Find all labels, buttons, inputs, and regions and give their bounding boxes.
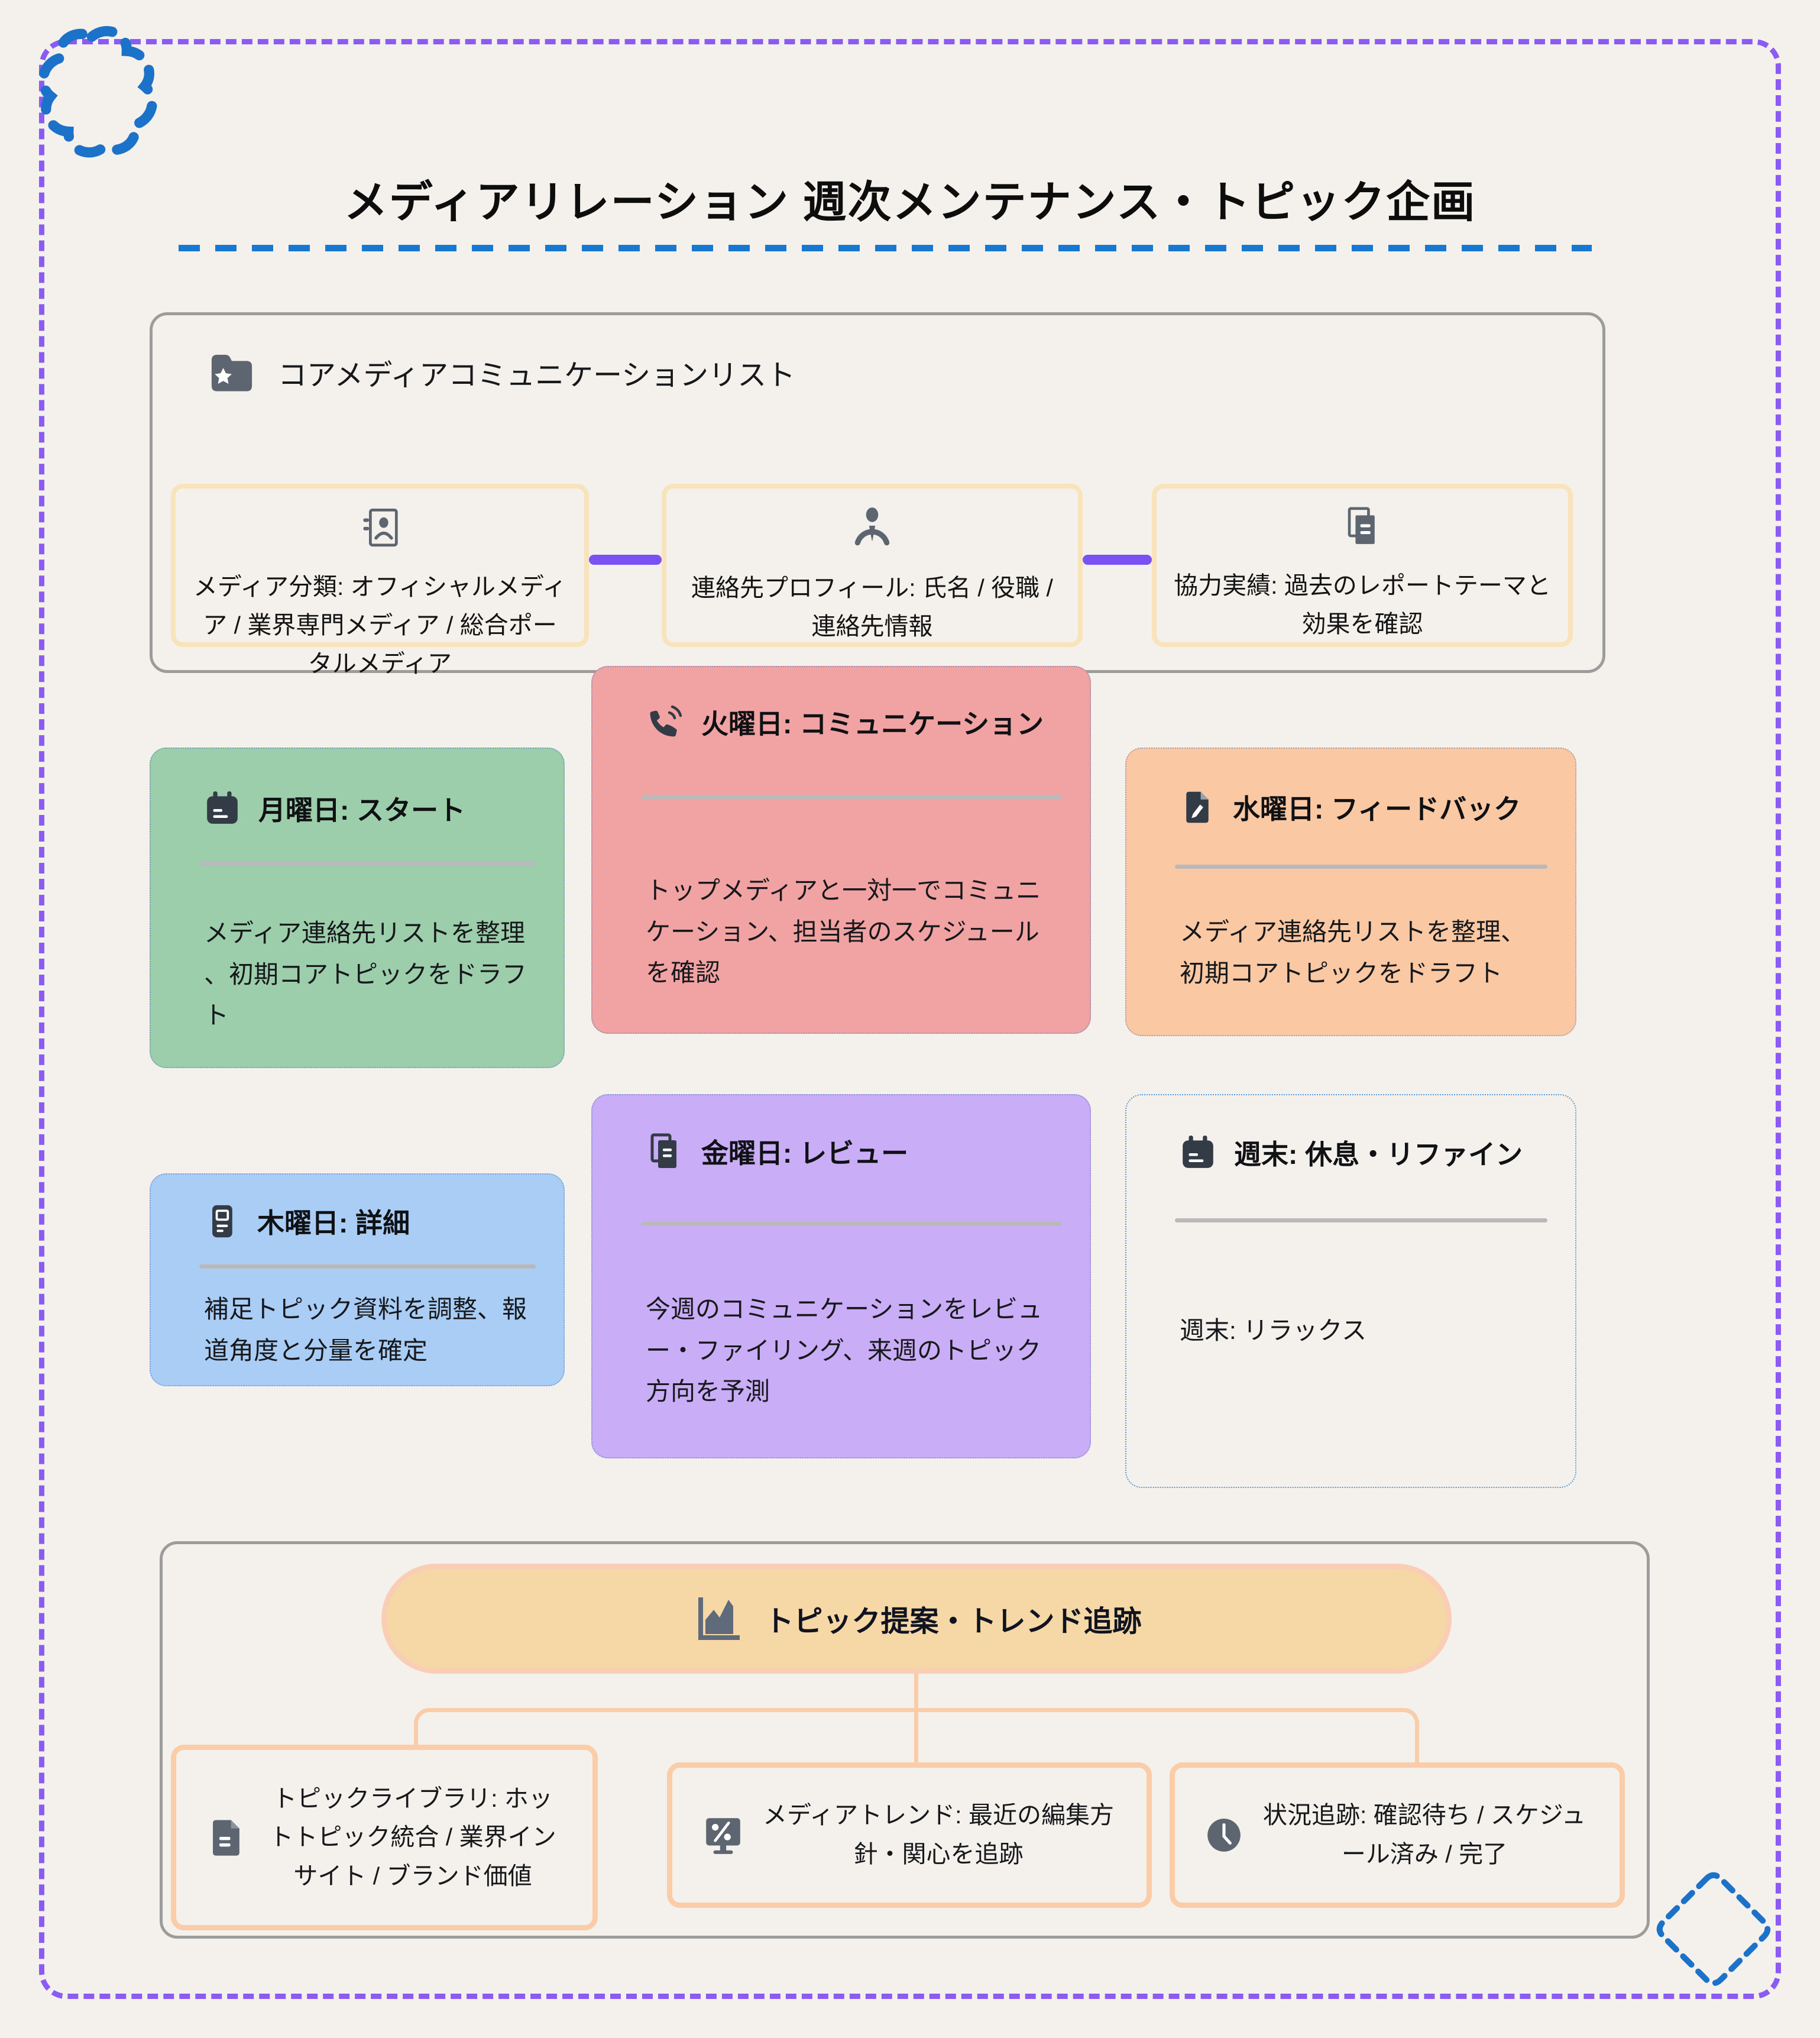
day-card-weekend: 週末: 休息・リファイン 週末: リラックス [1125, 1094, 1576, 1488]
card-header: 週末: 休息・リファイン [1180, 1133, 1543, 1172]
cooperation-record-node: 協力実績: 過去のレポートテーマと効果を確認 [1152, 484, 1573, 647]
media-trend-node: メディアトレンド: 最近の編集方針・関心を追跡 [667, 1762, 1152, 1908]
card-title: 木曜日: 詳細 [257, 1208, 410, 1238]
node-label: メディアトレンド: 最近の編集方針・関心を追跡 [763, 1801, 1114, 1868]
tree-connector [914, 1673, 918, 1764]
clock-icon [1204, 1816, 1243, 1855]
edit-icon [1180, 790, 1215, 825]
topic-section [160, 1541, 1650, 1939]
node-label: 連絡先プロフィール: 氏名 / 役職 / 連絡先情報 [691, 574, 1053, 640]
card-divider [199, 1264, 536, 1269]
copy-icon [646, 1133, 684, 1170]
card-divider [199, 861, 536, 865]
card-header: 木曜日: 詳細 [204, 1202, 531, 1241]
day-card-thursday: 木曜日: 詳細 補足トピック資料を調整、報道角度と分量を確定 [150, 1173, 565, 1386]
calendar-icon [204, 790, 241, 827]
purple-connector [1083, 555, 1152, 565]
card-divider [641, 795, 1062, 799]
frame-border [39, 39, 1781, 1999]
card-divider [641, 1222, 1062, 1226]
contact-profile-node: 連絡先プロフィール: 氏名 / 役職 / 連絡先情報 [662, 484, 1083, 647]
card-body: 週末: リラックス [1180, 1316, 1367, 1344]
node-label: 状況追跡: 確認待ち / スケジュール済み / 完了 [1262, 1801, 1586, 1868]
purple-connector [589, 555, 662, 565]
monitor-icon [702, 1814, 744, 1856]
card-header: 水曜日: フィードバック [1180, 788, 1543, 827]
card-body: 補足トピック資料を調整、報道角度と分量を確定 [204, 1295, 527, 1364]
device-doc-icon [204, 1204, 239, 1239]
phone-icon [646, 703, 684, 741]
media-category-node: メディア分類: オフィシャルメディア / 業界専門メディア / 総合ポータルメデ… [171, 484, 589, 677]
title-underline [179, 245, 1592, 251]
card-title: 火曜日: コミュニケーション [701, 709, 1044, 739]
documents-icon [1340, 505, 1384, 549]
person-icon [849, 505, 895, 551]
card-body: メディア連絡先リストを整理、初期コアトピックをドラフト [1180, 918, 1526, 987]
card-title: 月曜日: スタート [258, 795, 466, 826]
card-divider [1175, 1218, 1547, 1222]
card-body: トップメディアと一対一でコミュニケーション、担当者のスケジュールを確認 [646, 876, 1041, 987]
topic-pill-label: トピック提案・トレンド追跡 [765, 1605, 1142, 1638]
folder-star-icon [207, 348, 257, 397]
core-media-list-title: コアメディアコミュニケーションリスト [278, 359, 796, 392]
card-body: 今週のコミュニケーションをレビュー・ファイリング、来週のトピック方向を予測 [646, 1295, 1043, 1406]
day-card-wednesday: 水曜日: フィードバック メディア連絡先リストを整理、初期コアトピックをドラフト [1125, 748, 1576, 1036]
card-title: 金曜日: レビュー [701, 1138, 909, 1169]
topic-library-node: トピックライブラリ: ホットトピック統合 / 業界インサイト / ブランド価値 [171, 1745, 598, 1930]
core-media-list-header: コアメディアコミュニケーションリスト [207, 348, 795, 397]
card-header: 金曜日: レビュー [646, 1132, 1057, 1171]
calendar-icon [1180, 1134, 1216, 1171]
contact-card-icon [358, 505, 403, 550]
day-card-tuesday: 火曜日: コミュニケーション トップメディアと一対一でコミュニケーション、担当者… [591, 666, 1091, 1034]
day-card-friday: 金曜日: レビュー 今週のコミュニケーションをレビュー・ファイリング、来週のトピ… [591, 1094, 1091, 1458]
topic-pill: トピック提案・トレンド追跡 [381, 1564, 1452, 1674]
node-label: メディア分類: オフィシャルメディア / 業界専門メディア / 総合ポータルメデ… [193, 573, 567, 677]
node-label: トピックライブラリ: ホットトピック統合 / 業界インサイト / ブランド価値 [269, 1784, 556, 1890]
tree-connector [414, 1708, 1419, 1747]
status-tracking-node: 状況追跡: 確認待ち / スケジュール済み / 完了 [1170, 1762, 1625, 1908]
card-title: 水曜日: フィードバック [1233, 794, 1521, 824]
card-header: 火曜日: コミュニケーション [646, 703, 1057, 742]
doc-icon [206, 1817, 247, 1858]
chart-icon [691, 1593, 743, 1645]
day-card-monday: 月曜日: スタート メディア連絡先リストを整理、初期コアトピックをドラフト [150, 748, 565, 1068]
card-title: 週末: 休息・リファイン [1234, 1139, 1523, 1170]
page-title: メディアリレーション 週次メンテナンス・トピック企画 [344, 177, 1476, 227]
card-header: 月曜日: スタート [204, 789, 531, 828]
card-body: メディア連絡先リストを整理、初期コアトピックをドラフト [204, 919, 527, 1030]
tree-connector [1415, 1743, 1419, 1764]
card-divider [1175, 865, 1547, 869]
node-label: 協力実績: 過去のレポートテーマと効果を確認 [1174, 572, 1551, 638]
